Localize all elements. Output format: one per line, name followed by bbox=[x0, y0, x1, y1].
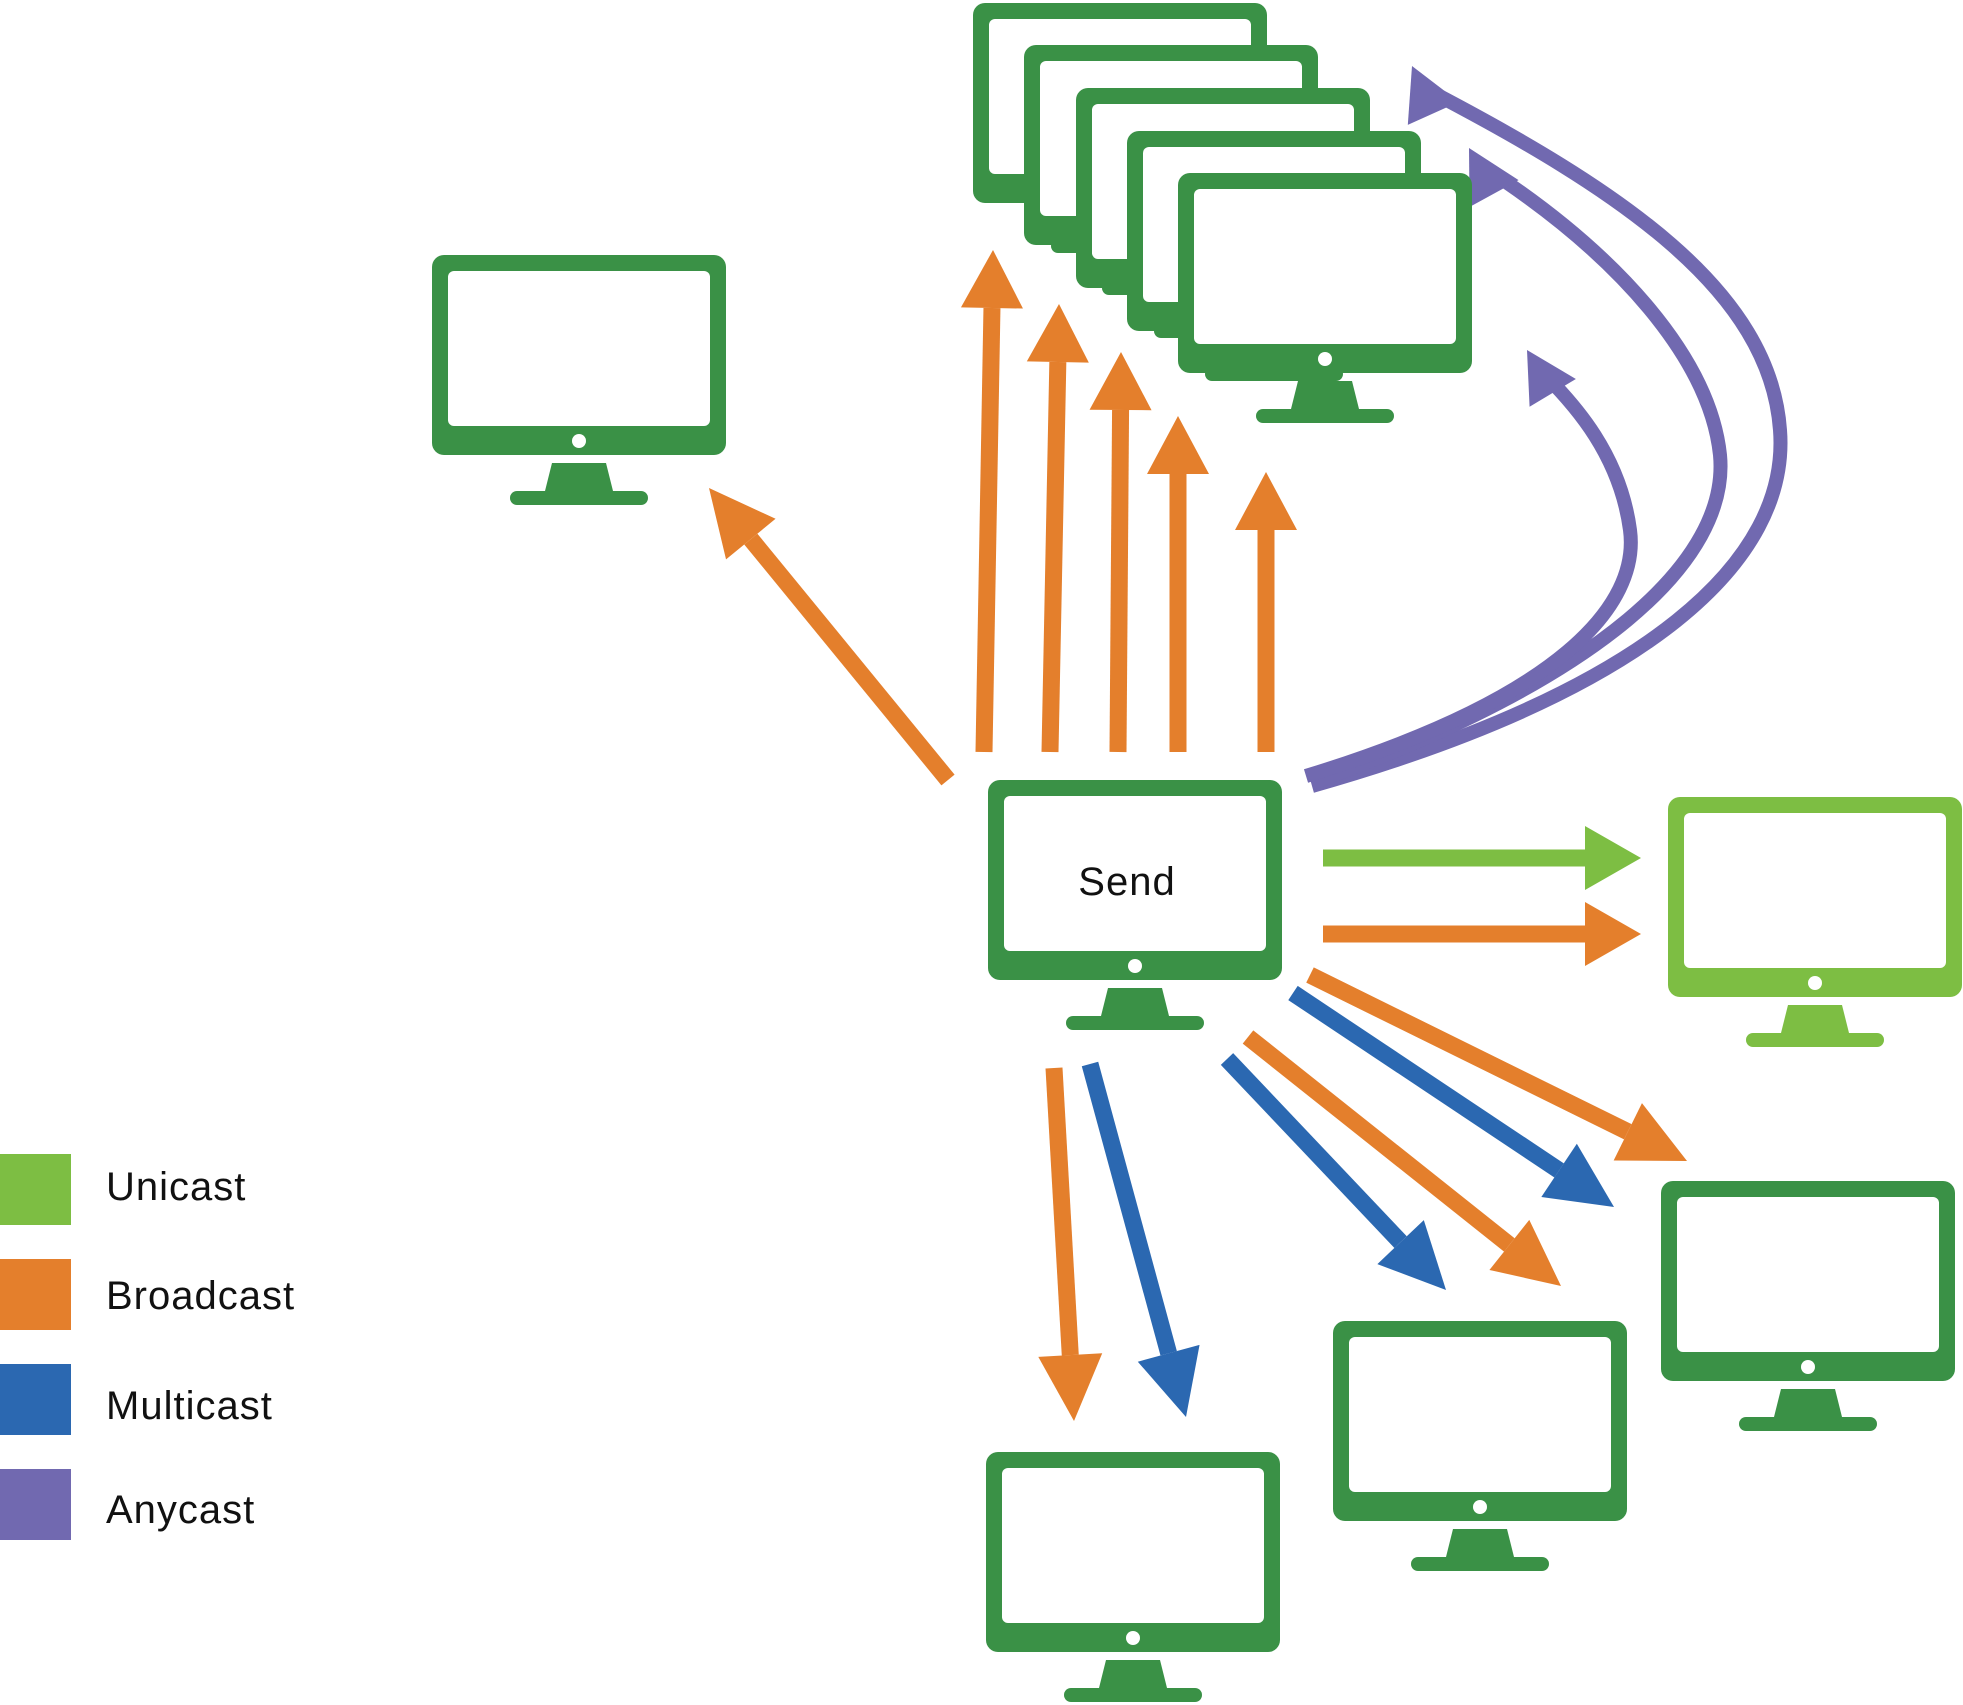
anycast-arrow-outer-head bbox=[1407, 66, 1459, 125]
broadcast-arrow-bottom-shaft bbox=[1045, 1067, 1079, 1356]
broadcast-arrow-stack-2-head bbox=[1026, 304, 1089, 363]
broadcast-arrow-lower-right-head bbox=[1613, 1103, 1687, 1161]
multicast-arrow-bottom-middle-head bbox=[1377, 1220, 1446, 1290]
broadcast-arrow-lower-right-shaft bbox=[1306, 967, 1632, 1140]
host-bottom-middle bbox=[1333, 1321, 1627, 1571]
legend-label-multicast: Multicast bbox=[106, 1384, 273, 1428]
broadcast-arrow-stack-3-shaft bbox=[1109, 409, 1130, 753]
legend-label-unicast: Unicast bbox=[106, 1165, 246, 1209]
legend: Unicast Broadcast Multicast Anycast bbox=[0, 1154, 295, 1540]
host-upper-left bbox=[432, 255, 726, 505]
sender-label: Send bbox=[1078, 860, 1175, 904]
multicast-arrow-bottom-middle-shaft bbox=[1220, 1053, 1407, 1248]
broadcast-arrow-bottom-middle-shaft bbox=[1242, 1030, 1515, 1252]
broadcast-arrow-upper-left-head bbox=[709, 488, 776, 560]
anycast-arrow-inner-head bbox=[1527, 350, 1576, 407]
legend-swatch-multicast bbox=[0, 1364, 71, 1435]
broadcast-arrow-stack-2-shaft bbox=[1041, 361, 1067, 753]
legend-swatch-anycast bbox=[0, 1469, 71, 1540]
broadcast-arrow-stack-1-shaft bbox=[975, 307, 1001, 753]
legend-label-anycast: Anycast bbox=[106, 1488, 255, 1532]
host-bottom bbox=[986, 1452, 1280, 1702]
arrows-layer bbox=[709, 66, 1788, 1421]
legend-swatch-broadcast bbox=[0, 1259, 71, 1330]
anycast-arrow-middle-head bbox=[1469, 148, 1519, 208]
anycast-arrow-outer-shaft bbox=[1310, 81, 1788, 793]
broadcast-arrow-upper-left-shaft bbox=[744, 533, 955, 786]
sender-monitor bbox=[988, 780, 1282, 1030]
broadcast-arrow-bottom-middle-head bbox=[1489, 1219, 1561, 1286]
legend-swatch-unicast bbox=[0, 1154, 71, 1225]
host-unicast-target bbox=[1668, 797, 1962, 1047]
anycast-arrow-inner-shaft bbox=[1303, 369, 1638, 783]
broadcast-arrow-stack-4-head bbox=[1147, 416, 1209, 474]
multicast-arrow-lower-right-shaft bbox=[1288, 985, 1564, 1178]
multicast-arrow-lower-right-head bbox=[1541, 1143, 1614, 1207]
unicast-arrow-right-head bbox=[1585, 826, 1641, 890]
broadcast-arrow-stack-3-head bbox=[1089, 352, 1152, 411]
legend-label-broadcast: Broadcast bbox=[106, 1274, 295, 1318]
stack-monitor-5 bbox=[1178, 173, 1472, 423]
broadcast-arrow-stack-1-head bbox=[960, 250, 1023, 309]
broadcast-arrow-bottom-head bbox=[1038, 1353, 1103, 1421]
host-lower-right bbox=[1661, 1181, 1955, 1431]
multicast-arrow-bottom-shaft bbox=[1081, 1061, 1177, 1356]
broadcast-arrow-right-head bbox=[1585, 902, 1641, 966]
multicast-arrow-bottom-head bbox=[1137, 1344, 1200, 1417]
broadcast-arrow-stack-5-head bbox=[1235, 472, 1297, 530]
